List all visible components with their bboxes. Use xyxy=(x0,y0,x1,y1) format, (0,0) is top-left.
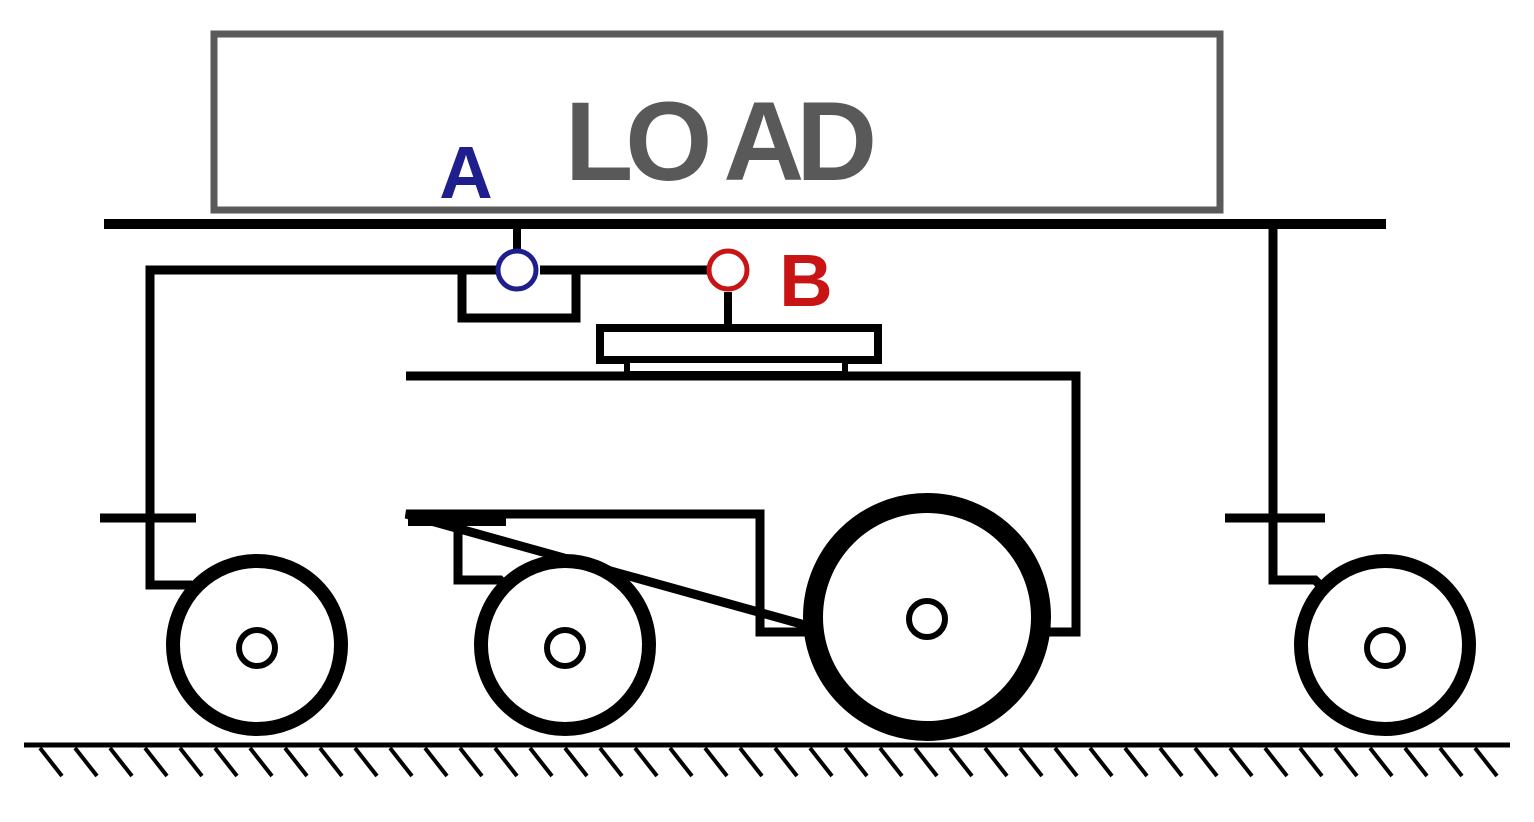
bogie-plate xyxy=(596,324,882,364)
ground-hatch-mark xyxy=(458,746,484,778)
point-a-pivot xyxy=(495,248,539,292)
point-b-pivot xyxy=(706,248,750,292)
load-block: LO AD xyxy=(210,30,1224,214)
ground-hatch-mark xyxy=(493,746,519,778)
ground-hatch-mark xyxy=(1053,746,1079,778)
ground-hatch-mark xyxy=(213,746,239,778)
ground-hatch-mark xyxy=(598,746,624,778)
ground-hatch-mark xyxy=(528,746,554,778)
ground-hatch-mark xyxy=(108,746,134,778)
load-box xyxy=(210,30,1224,214)
ground-hatch-mark xyxy=(1333,746,1359,778)
ground-hatch-mark xyxy=(1473,746,1499,778)
ground-hatch-mark xyxy=(773,746,799,778)
wheel-2-hub xyxy=(544,627,586,669)
ground-hatch-mark xyxy=(948,746,974,778)
wheel-4-hub xyxy=(1364,627,1406,669)
ground-hatch-mark xyxy=(913,746,939,778)
ground-hatch-mark xyxy=(878,746,904,778)
ground-hatch-mark xyxy=(388,746,414,778)
ground-hatch-mark xyxy=(563,746,589,778)
ground-hatch-mark xyxy=(423,746,449,778)
ground-hatch-mark xyxy=(1298,746,1324,778)
ground-hatch-mark xyxy=(248,746,274,778)
wheel-1 xyxy=(166,554,348,736)
ground-hatch-mark xyxy=(1158,746,1184,778)
wheel-3-drive xyxy=(803,493,1051,741)
ground-hatch-mark xyxy=(178,746,204,778)
wheel-2 xyxy=(474,554,656,736)
ground-hatching xyxy=(38,746,1499,778)
ground-hatch-mark xyxy=(633,746,659,778)
ground-hatch-mark xyxy=(1193,746,1219,778)
point-a-label: A xyxy=(439,131,492,214)
wheel-1-hub xyxy=(236,627,278,669)
ground-hatch-mark xyxy=(1263,746,1289,778)
ground-hatch-mark xyxy=(738,746,764,778)
ground-hatch-mark xyxy=(1438,746,1464,778)
load-label: LO AD xyxy=(565,79,873,204)
ground-hatch-mark xyxy=(1228,746,1254,778)
ground-hatch-mark xyxy=(1368,746,1394,778)
ground-hatch-mark xyxy=(1018,746,1044,778)
ground-hatch-mark xyxy=(983,746,1009,778)
ground-hatch-mark xyxy=(843,746,869,778)
ground-hatch-mark xyxy=(1403,746,1429,778)
ground-hatch-mark xyxy=(318,746,344,778)
ground-hatch-mark xyxy=(1088,746,1114,778)
ground-hatch-mark xyxy=(73,746,99,778)
ground-hatch-mark xyxy=(353,746,379,778)
ground-hatch-mark xyxy=(808,746,834,778)
point-b-label: B xyxy=(779,239,832,322)
wheel-3-hub xyxy=(906,598,948,640)
ground-hatch-mark xyxy=(668,746,694,778)
ground-hatch-mark xyxy=(1123,746,1149,778)
ground-hatch-mark xyxy=(703,746,729,778)
ground-hatch-mark xyxy=(38,746,64,778)
ground-hatch-mark xyxy=(283,746,309,778)
ground-hatch-mark xyxy=(143,746,169,778)
wheel-4 xyxy=(1294,554,1476,736)
